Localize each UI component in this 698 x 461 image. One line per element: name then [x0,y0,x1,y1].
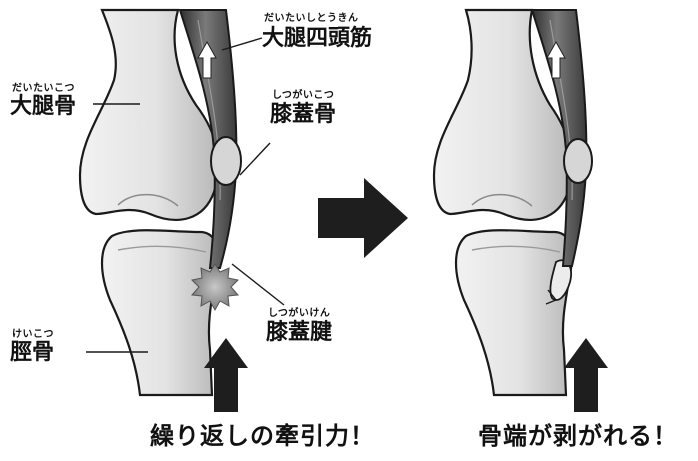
right-arrow-icon [318,178,408,258]
quadriceps-label: 大腿四頭筋 [262,28,372,50]
tibia-ruby: けいこつ [12,330,54,340]
femur-ruby: だいたいこつ [12,84,75,94]
patella-ruby: しつがいこつ [272,91,334,101]
quadriceps-ruby: だいたいしとうきん [264,14,359,24]
tibia-bone-left [102,230,218,395]
patella-label: 膝蓋骨 [270,104,336,126]
tibia-label: 脛骨 [10,342,54,364]
right-knee [434,10,608,412]
patella-right [564,139,592,183]
femur-label: 大腿骨 [10,96,76,118]
tendon-ruby: しつがいけん [268,309,330,319]
caption-traction: 繰り返しの牽引力！ [150,424,375,448]
patella-left [211,137,241,185]
tibia-bone-right [456,230,572,395]
caption-avulsion: 骨端が剥がれる！ [478,424,678,448]
tendon-label: 膝蓋腱 [266,322,332,344]
up-arrow-icon [564,338,608,412]
